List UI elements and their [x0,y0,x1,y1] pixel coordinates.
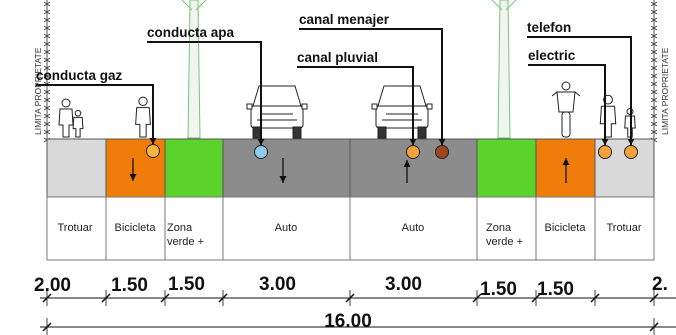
utility-label-telephone: telefon [527,20,571,35]
telephone-cable-leader-arrow [627,139,635,145]
utility-label-storm-drain: canal pluvial [297,50,378,65]
width-label-4: 3.00 [385,274,422,295]
utility-label-gas: conducta gaz [36,68,123,83]
width-label-0: 2.00 [34,275,71,296]
cyclist-icon [551,81,581,138]
utility-label-water: conducta apa [147,25,235,40]
segment-name-6: Bicicleta [545,222,587,234]
width-label-1: 1.50 [111,275,148,296]
storm-drain-leader [297,66,414,145]
segment-name-0: Trotuar [57,222,92,234]
utility-label-electric: electric [528,48,576,63]
property-limit-right: LIMITA PROPRIETATE [660,47,670,135]
electric-cable-leader-arrow [601,139,609,145]
width-label-2: 1.50 [168,274,205,295]
pedestrian-adult-left-2 [135,96,151,138]
segment-name-1: Bicicleta [115,222,157,234]
utility-label-sewer: canal menajer [299,12,390,27]
car-lane-right [371,85,433,139]
segment-block-2 [164,138,224,198]
tree-left [181,0,207,139]
segment-name-3: Auto [275,222,298,234]
property-limit-left: LIMITA PROPRIETATE [33,47,43,135]
water-pipe-leader-arrow [257,139,265,145]
direction-arrow-auto-left [279,158,287,183]
electric-cable-leader [528,64,606,145]
width-label-5: 1.50 [480,279,517,300]
road-segments [46,138,655,198]
sewer-pipe-leader [299,28,443,145]
electric-cable-marker [598,145,612,159]
width-label-3: 3.00 [259,274,296,295]
pedestrian-adult-right [599,94,617,138]
telephone-cable-marker [624,145,638,159]
segment-block-5 [476,138,537,198]
car-lane-left [246,85,308,139]
segment-block-0 [46,138,107,198]
direction-arrow-bike-left [129,158,137,181]
total-width-label: 16.00 [324,311,372,332]
gas-pipe-marker [146,144,160,158]
segment-name-4: Auto [402,222,425,234]
segment-name-7: Trotuar [606,222,641,234]
gas-pipe-leader [36,84,154,144]
water-pipe-leader [147,41,262,145]
sewer-pipe-marker [435,145,449,159]
direction-arrow-bike-right [562,158,570,183]
storm-drain-marker [406,145,420,159]
telephone-cable-leader [527,36,632,145]
storm-drain-leader-arrow [409,139,417,145]
tree-right [491,0,517,139]
segment-block-3 [222,138,351,198]
width-label-7: 2. [652,274,668,295]
sewer-pipe-leader-arrow [438,139,446,145]
pedestrian-child-left [72,109,84,138]
water-pipe-marker [254,145,268,159]
gas-pipe-leader-arrow [149,138,157,144]
pedestrian-adult-left [58,98,74,138]
width-label-6: 1.50 [537,279,574,300]
direction-arrow-auto-right [403,160,411,183]
